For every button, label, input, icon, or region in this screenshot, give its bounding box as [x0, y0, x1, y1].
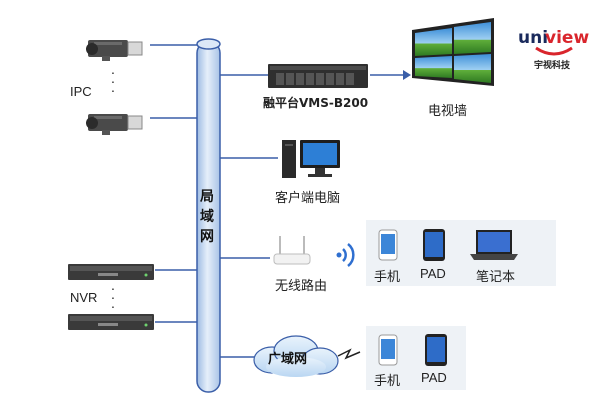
wireless-pad-label: PAD: [420, 266, 446, 281]
nvr-label: NVR: [70, 290, 98, 305]
ipc-camera-icon: [86, 40, 143, 61]
logo-uni: uni: [518, 28, 549, 48]
wireless-devices-panel: [366, 220, 556, 286]
nvr-device-icon: [68, 314, 154, 330]
logo-view: view: [545, 28, 590, 48]
wan-pad-label: PAD: [421, 370, 447, 385]
logo-cn: 宇视科技: [534, 61, 571, 71]
laptop-icon: [470, 230, 518, 260]
desktop-computer-icon: [282, 140, 340, 178]
lan-pipe-top: [196, 38, 221, 50]
wan-wireless-bolt: [337, 348, 361, 360]
client-pc-label: 客户端电脑: [275, 190, 341, 205]
logo-swoosh-icon: [535, 46, 573, 56]
wan-cloud: [253, 335, 339, 377]
lan-label-char: 网: [200, 229, 214, 245]
nvr-ellipsis: ···: [110, 280, 116, 314]
video-wall-label: 电视墙: [428, 103, 468, 118]
nvr-device-icon: [68, 264, 154, 280]
wan-label: 广域网: [268, 352, 308, 367]
wireless-router-label: 无线路由: [275, 278, 328, 293]
wireless-phone-label: 手机: [374, 269, 401, 284]
ipc-label: IPC: [70, 84, 92, 99]
wireless-router-icon: [273, 236, 311, 265]
mobile-phone-icon: [378, 334, 398, 366]
uniview-logo: uni view 宇视科技: [518, 26, 589, 76]
arrow-head: [403, 70, 411, 80]
lan-label-char: 局: [200, 189, 214, 205]
wifi-signal-icon: [336, 243, 355, 267]
lan-label-char: 域: [200, 209, 214, 225]
mobile-phone-icon: [378, 229, 398, 261]
tablet-icon: [423, 229, 445, 261]
wan-phone-label: 手机: [374, 373, 401, 388]
vms-server-icon: [268, 64, 368, 88]
ipc-camera-icon: [86, 114, 143, 135]
ipc-ellipsis: ···: [110, 64, 116, 98]
video-wall-icon: [412, 18, 494, 86]
wireless-laptop-label: 笔记本: [476, 269, 516, 284]
vms-label: 融平台VMS-B200: [263, 96, 369, 110]
tablet-icon: [425, 334, 447, 366]
